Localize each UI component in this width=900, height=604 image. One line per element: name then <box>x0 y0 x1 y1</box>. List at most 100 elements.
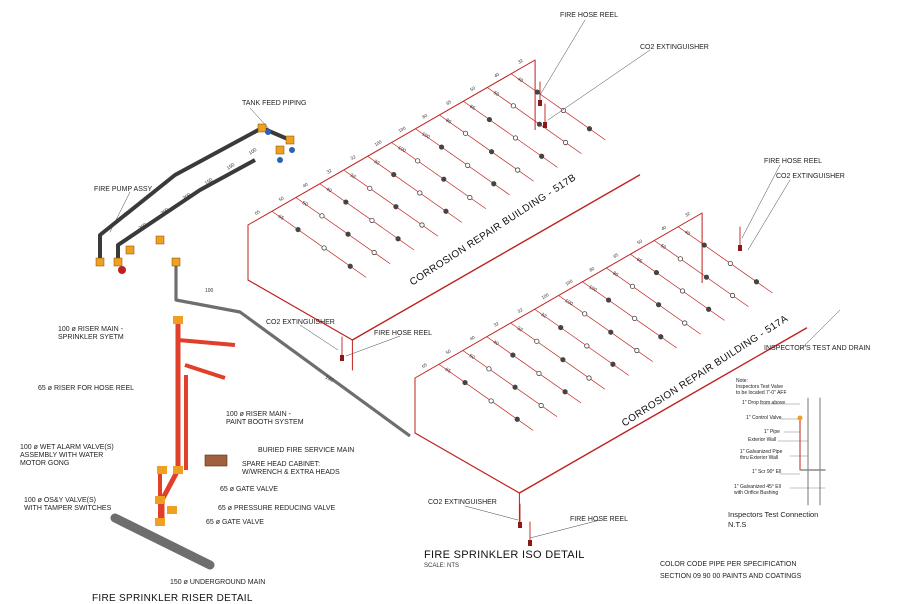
equipment-box-4 <box>518 522 522 528</box>
b517b-head-3-3 <box>395 236 401 242</box>
b517a-head-4-1 <box>534 338 540 344</box>
label-inspectors-test: INSPECTOR'S TEST AND DRAIN <box>764 345 871 352</box>
b517a-head-11-1 <box>701 242 707 248</box>
leader-line-4 <box>299 324 339 351</box>
b517b-main-size-3: 32 <box>326 168 333 175</box>
b517b-head-10-1 <box>510 103 516 109</box>
riser-branch-top <box>177 338 236 347</box>
b517b-head-4-1 <box>367 185 373 191</box>
b517a-size-label-3: 40 <box>492 339 500 347</box>
b517a-size-label-5: 32 <box>540 312 548 320</box>
b517b-main-size-11: 32 <box>517 58 524 65</box>
b517b-main-size-10: 40 <box>493 71 500 78</box>
b517b-size-label-4: 32 <box>349 173 357 181</box>
label-gate-valve-1: 65 ø GATE VALVE <box>220 486 278 493</box>
leader-line-9 <box>249 107 271 131</box>
b517b-head-7-3 <box>491 181 497 187</box>
pump-size-1: 200 <box>160 207 170 217</box>
tank-valve-0 <box>265 129 271 135</box>
b517a-head-11-2 <box>727 260 733 267</box>
inspector-exterior-wall: Exterior Wall <box>748 437 777 443</box>
b517a-head-5-3 <box>610 361 616 367</box>
b517b-size-label-6: 100 <box>397 145 407 154</box>
b517a-head-4-3 <box>586 375 592 381</box>
b517a-head-9-2 <box>679 288 686 294</box>
b517a-size-label-4: 32 <box>516 326 524 334</box>
riser-valve-1 <box>157 466 167 474</box>
b517a-main-size-9: 50 <box>636 238 643 245</box>
b517b-head-6-1 <box>415 158 421 164</box>
b517a-head-8-3 <box>682 320 688 326</box>
tank-feed-pipe <box>98 126 291 262</box>
b517b-head-10-3 <box>562 139 569 146</box>
pump-fitting-3 <box>155 235 165 245</box>
b517b-main-size-2: 40 <box>302 181 309 188</box>
b517b-head-2-2 <box>345 231 351 237</box>
b517b-head-5-1 <box>391 171 397 178</box>
b517b-head-8-3 <box>515 167 521 173</box>
b517b-size-label-8: 80 <box>444 118 452 126</box>
b517b-main-size-0: 65 <box>254 209 261 216</box>
inspector-control-valve: 1" Control Valve <box>746 415 782 421</box>
riser-valve-4 <box>167 506 177 514</box>
label-fire-hose-reel-right: FIRE HOSE REEL <box>764 158 822 165</box>
leader-line-7 <box>529 519 601 539</box>
b517a-size-label-9: 65 <box>635 257 643 265</box>
b517b-head-9-2 <box>512 135 519 141</box>
b517b-head-11-2 <box>560 107 566 114</box>
label-fire-hose-reel-bottom: FIRE HOSE REEL <box>570 516 628 523</box>
label-co2-right: CO2 EXTINGUISHER <box>776 173 845 180</box>
b517b-head-5-2 <box>417 190 423 196</box>
b517a-head-11-3 <box>753 279 760 285</box>
pump-fitting-4 <box>171 257 181 267</box>
b517b-head-9-3 <box>539 153 545 159</box>
b517a-main-size-1: 50 <box>445 348 452 355</box>
b517a-head-3-2 <box>536 370 542 377</box>
pump-size-3: 150 <box>204 177 214 187</box>
equipment-box-2 <box>738 245 742 251</box>
b517b-head-8-2 <box>488 149 495 155</box>
b517a-size-label-8: 80 <box>611 271 619 279</box>
b517a-main-size-2: 40 <box>469 334 476 341</box>
service-size-1: 100 <box>205 288 214 294</box>
b517a-head-9-3 <box>706 306 712 312</box>
b517b-size-label-11: 40 <box>516 76 524 84</box>
inspector-galv-45: 1" Galvanized 45° Ell with Orifice Bushi… <box>734 484 781 496</box>
b517a-size-label-6: 100 <box>564 298 574 307</box>
b517a-size-label-11: 40 <box>683 229 691 237</box>
b517a-head-10-3 <box>729 292 736 299</box>
label-co2-bottom: CO2 EXTINGUISHER <box>428 499 497 506</box>
b517b-size-label-9: 65 <box>468 104 476 112</box>
b517b-main-size-6: 100 <box>398 125 407 133</box>
b517a-head-7-3 <box>658 334 664 340</box>
underground-main <box>110 513 215 570</box>
b517b-head-5-3 <box>443 208 449 214</box>
b517a-bottom-main <box>414 432 521 494</box>
label-osy-valve: 100 ø OS&Y VALVE(S) WITH TAMPER SWITCHES <box>24 497 112 512</box>
b517b-head-6-3 <box>467 194 473 201</box>
label-co2-top: CO2 EXTINGUISHER <box>640 44 709 51</box>
b517a-head-8-1 <box>629 283 636 289</box>
label-fire-pump: FIRE PUMP ASSY <box>94 186 153 193</box>
b517a-head-4-2 <box>560 357 566 363</box>
diagram-scale: SCALE: NTS <box>424 563 460 569</box>
b517a-main-size-0: 65 <box>421 362 428 369</box>
b517b-main-size-7: 80 <box>421 113 428 120</box>
riser-branch-mid <box>184 363 226 380</box>
b517b-head-4-3 <box>419 222 425 228</box>
label-fire-hose-reel-mid: FIRE HOSE REEL <box>374 330 432 337</box>
inspector-galv-pipe: 1" Galvanized Pipe thru Exterior Wall <box>740 449 783 461</box>
b517a-size-label-10: 50 <box>659 243 667 251</box>
pump-fitting-2 <box>125 245 135 255</box>
b517b-head-7-1 <box>438 144 445 150</box>
inspector-drop: 1" Drop from above <box>742 400 786 406</box>
riser-valve-5 <box>155 518 165 526</box>
b517b-head-1-1 <box>295 226 301 233</box>
b517a-head-5-1 <box>558 324 564 331</box>
tank-valve-2 <box>277 157 283 163</box>
b517b-head-2-1 <box>319 213 325 219</box>
b517b-main-size-9: 50 <box>469 85 476 92</box>
b517b-main-size-4: 32 <box>350 154 357 161</box>
b517a-head-7-2 <box>632 315 638 322</box>
